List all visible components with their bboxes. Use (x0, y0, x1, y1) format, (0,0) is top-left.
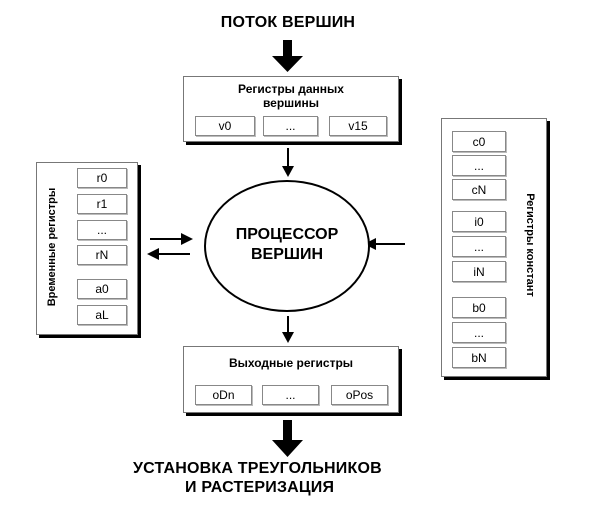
vertex-data-registers-title-line1: Регистры данных (238, 82, 344, 96)
const-register-cell: c0 (452, 131, 506, 152)
const-register-cell: b0 (452, 297, 506, 318)
temporary-registers-label: Временные регистры (46, 187, 58, 307)
temp-to-processor-arrow (150, 233, 193, 245)
const-register-cell: ... (452, 155, 506, 176)
output-register-cell: oPos (331, 385, 388, 405)
temp-register-cell: r1 (77, 194, 127, 214)
constant-registers-panel: Регистры констант c0 ... cN i0 ... iN b0… (441, 118, 547, 377)
const-register-cell: i0 (452, 211, 506, 232)
vertex-register-cell: ... (263, 116, 318, 136)
vertex-data-registers-title: Регистры данных вершины (184, 82, 398, 110)
processor-to-temp-arrow (147, 248, 190, 260)
output-registers-title: Выходные регистры (228, 356, 354, 370)
constant-registers-label: Регистры констант (524, 193, 536, 297)
vertex-stream-label: ПОТОК ВЕРШИН (220, 14, 356, 31)
vertex-register-cell: v0 (195, 116, 255, 136)
const-register-cell: cN (452, 179, 506, 200)
temp-register-cell: aL (77, 305, 127, 325)
processor-to-output-arrow (282, 316, 294, 343)
temp-register-cell: rN (77, 245, 127, 265)
vertex-register-cell: v15 (329, 116, 387, 136)
rasterization-label: УСТАНОВКА ТРЕУГОЛЬНИКОВ И РАСТЕРИЗАЦИЯ (133, 459, 453, 497)
temp-register-cell: r0 (77, 168, 127, 188)
vertex-processor-label-line1: ПРОЦЕССОР (235, 226, 339, 243)
vertex-processor-circle (204, 180, 370, 312)
temp-register-cell: a0 (77, 279, 127, 299)
temporary-registers-panel: Временные регистры r0 r1 ... rN a0 aL (36, 162, 138, 335)
vertex-data-registers-panel: Регистры данных вершины v0 ... v15 (183, 76, 399, 142)
vertex-to-processor-arrow (282, 148, 294, 177)
const-register-cell: iN (452, 261, 506, 282)
vertex-processor-label: ПРОЦЕССОР ВЕРШИН (204, 225, 370, 265)
const-to-processor-arrow (364, 238, 405, 250)
vertex-processor-label-line2: ВЕРШИН (250, 246, 324, 263)
vertex-data-registers-title-line2: вершины (262, 96, 320, 110)
temp-register-cell: ... (77, 220, 127, 240)
output-register-cell: oDn (195, 385, 252, 405)
output-register-cell: ... (262, 385, 319, 405)
const-register-cell: ... (452, 236, 506, 257)
input-stream-arrow (272, 40, 303, 72)
rasterization-label-line2: И РАСТЕРИЗАЦИЯ (185, 479, 335, 496)
output-stream-arrow (272, 420, 303, 457)
rasterization-label-line1: УСТАНОВКА ТРЕУГОЛЬНИКОВ (133, 460, 382, 477)
const-register-cell: bN (452, 347, 506, 368)
output-registers-panel: Выходные регистры oDn ... oPos (183, 346, 399, 413)
const-register-cell: ... (452, 322, 506, 343)
